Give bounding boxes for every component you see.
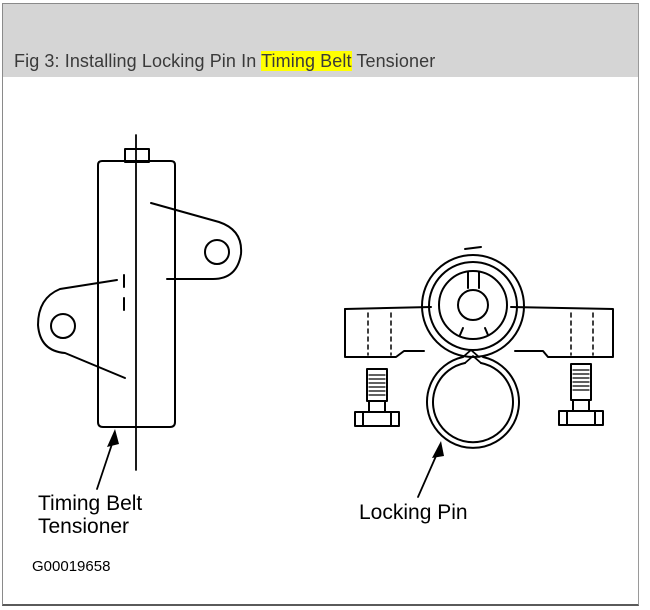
caption-highlight: Timing Belt — [261, 51, 352, 71]
pulley-hub — [438, 270, 508, 340]
caption-bar: Fig 3: Installing Locking Pin In Timing … — [3, 4, 638, 77]
bracket-left — [344, 308, 425, 358]
right-bolt-head — [558, 410, 604, 426]
left-ear-hole — [50, 313, 76, 339]
caption-prefix: Fig 3: Installing Locking Pin In — [14, 51, 262, 71]
pin-arrowhead — [432, 441, 444, 458]
diagram-area: Timing Belt Tensioner Locking Pin G00019… — [3, 77, 638, 605]
locking-pin-inner — [432, 362, 514, 444]
tensioner-body — [97, 160, 176, 428]
locking-pin-label: Locking Pin — [359, 501, 468, 524]
figure-code: G00019658 — [32, 558, 111, 575]
left-bolt-shank — [366, 368, 388, 402]
tensioner-right-ear — [150, 202, 243, 280]
pulley-bore — [457, 289, 489, 321]
left-bolt-head — [354, 411, 400, 427]
pulley-outer-inner — [428, 261, 518, 351]
tensioner-drawing — [37, 148, 243, 428]
caption-suffix: Tensioner — [351, 51, 436, 71]
figure-caption: Fig 3: Installing Locking Pin In Timing … — [14, 51, 435, 72]
diagram-drawing — [37, 134, 614, 498]
locking-pin-drawing — [426, 349, 520, 449]
tensioner-left-ear — [37, 279, 126, 379]
bracket-right — [510, 306, 614, 358]
figure-frame: Fig 3: Installing Locking Pin In Timing … — [2, 3, 639, 606]
tensioner-arrowhead — [107, 429, 119, 447]
tensioner-label-line2: Tensioner — [38, 515, 130, 538]
locking-pin-outer — [426, 356, 520, 449]
right-ear-hole — [204, 239, 230, 265]
tensioner-label: Timing Belt Tensioner — [38, 492, 142, 538]
pulley-assembly — [344, 246, 614, 427]
right-bolt-shank — [570, 363, 592, 401]
tensioner-label-line1: Timing Belt — [38, 492, 143, 515]
